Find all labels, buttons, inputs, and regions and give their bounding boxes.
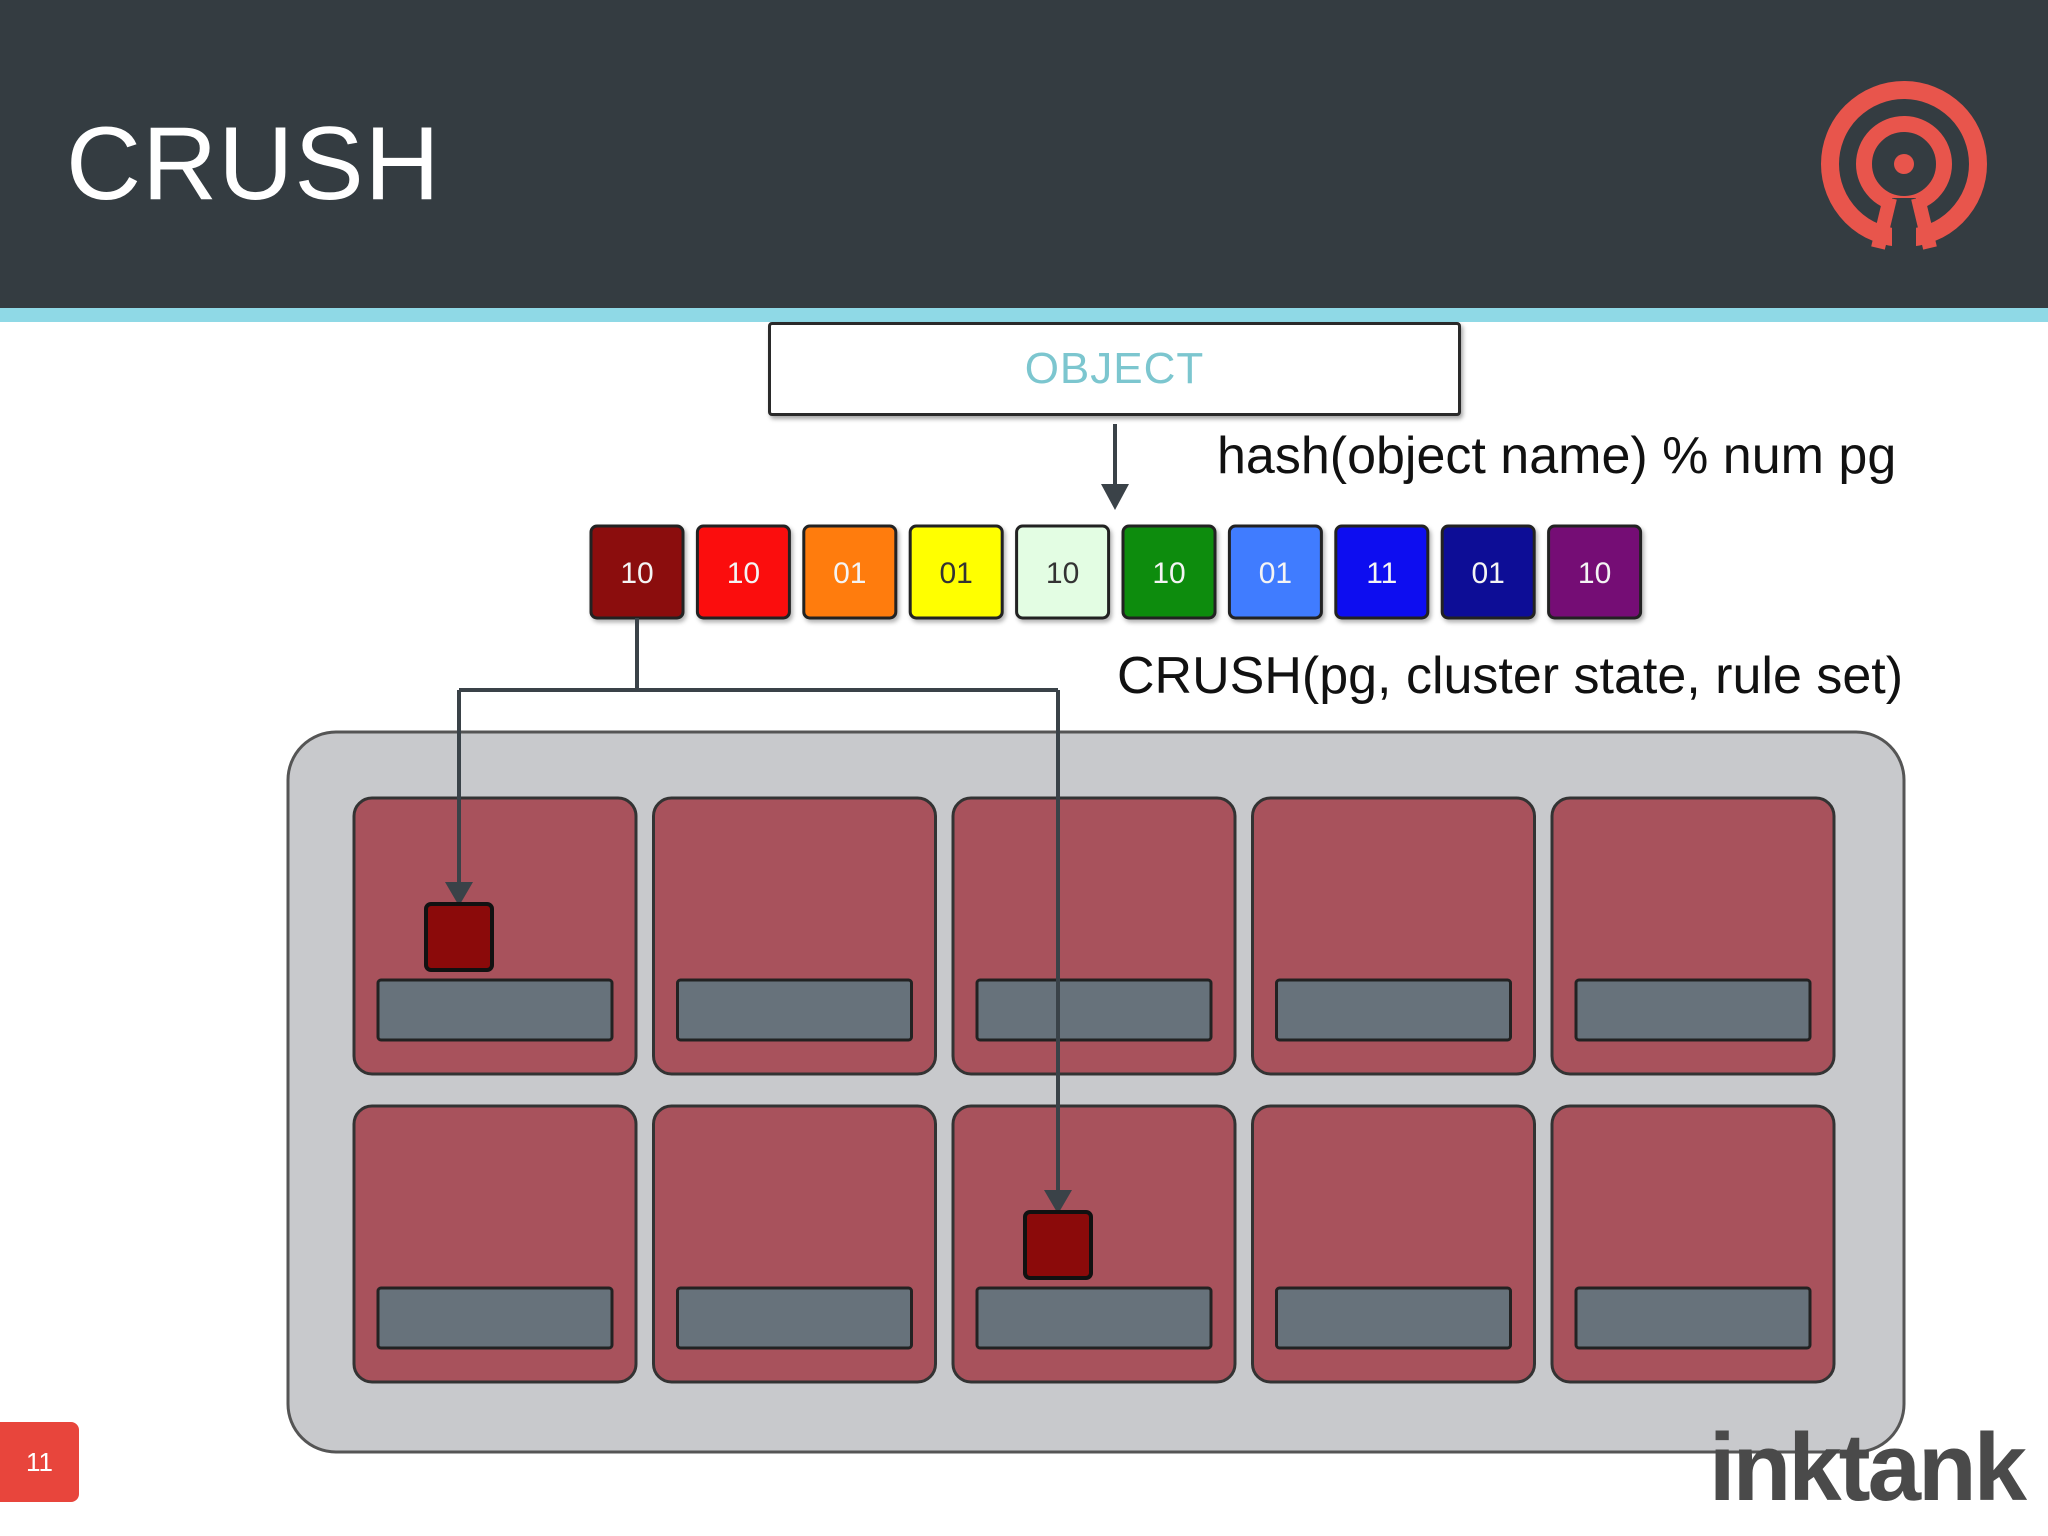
placement-group-box (908, 524, 1004, 620)
crush-caption: CRUSH(pg, cluster state, rule set) (1117, 647, 1904, 705)
placed-pg-replica (424, 902, 494, 972)
placement-group-box (1015, 524, 1111, 620)
placement-group-label: 01 (1259, 557, 1292, 590)
slide-header: CRUSH (0, 0, 2048, 308)
osd-disk (1275, 978, 1512, 1042)
slide-title: CRUSH (66, 106, 441, 222)
placement-group-box (802, 524, 898, 620)
osd-disk (1275, 1286, 1512, 1350)
osd-disk (1574, 1286, 1812, 1350)
placement-group-box (1334, 524, 1430, 620)
osd-disk (975, 1286, 1213, 1350)
placement-group-label: 01 (940, 557, 973, 590)
placement-group-label: 01 (833, 557, 866, 590)
inktank-logo: inktank (1708, 1414, 2027, 1521)
osd-disk (676, 1286, 913, 1350)
placement-group-box (1121, 524, 1217, 620)
hash-caption: hash(object name) % num pg (1217, 427, 1897, 485)
placement-group-box (695, 524, 791, 620)
placement-group-label: 10 (1578, 557, 1611, 590)
placement-group-label: 11 (1366, 557, 1397, 590)
ceph-logo-icon (1821, 81, 1987, 250)
crush-arrow-head (1044, 1190, 1072, 1214)
object-box: OBJECT (768, 322, 1461, 416)
crush-arrow-head (445, 882, 473, 906)
placement-group-label: 10 (620, 557, 653, 590)
placement-group-box (1227, 524, 1323, 620)
placement-group-box (1547, 524, 1643, 620)
placement-group-box (1440, 524, 1536, 620)
osd-disk (376, 978, 614, 1042)
osd-disk (1574, 978, 1812, 1042)
osd-disk (975, 978, 1213, 1042)
osd-disk (676, 978, 913, 1042)
placement-group-label: 01 (1472, 557, 1505, 590)
osd-disk (376, 1286, 614, 1350)
hash-arrow-head (1101, 484, 1129, 510)
page-number-badge: 11 (0, 1422, 79, 1502)
placement-group-label: 10 (1152, 557, 1185, 590)
placement-group-label: 10 (1046, 557, 1079, 590)
page-number: 11 (26, 1446, 53, 1477)
placement-group-label: 10 (727, 557, 760, 590)
header-accent-stripe (0, 308, 2048, 322)
placed-pg-replica (1023, 1210, 1093, 1280)
object-label: OBJECT (1024, 344, 1205, 393)
